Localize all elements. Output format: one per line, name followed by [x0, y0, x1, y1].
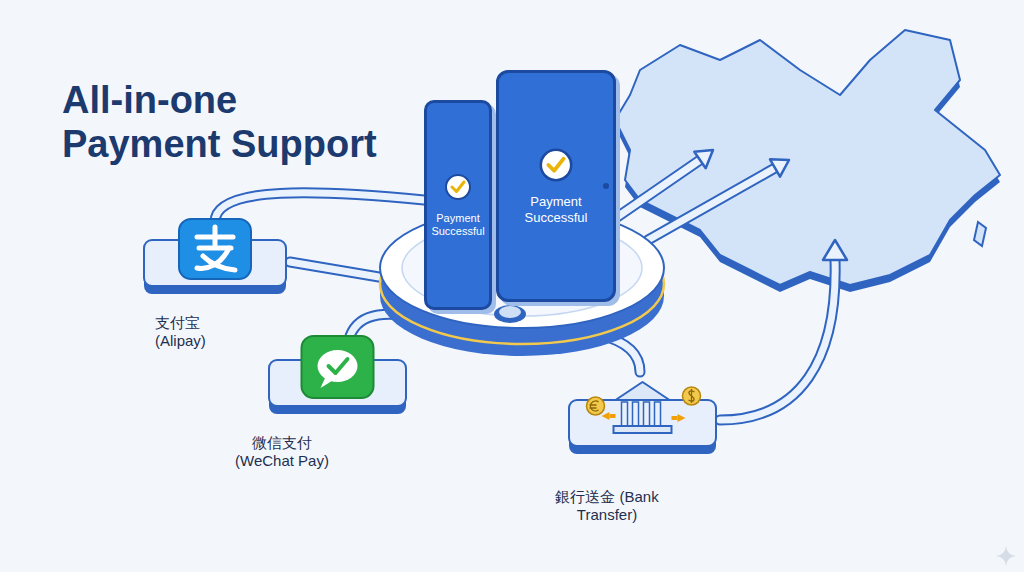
status-text: Payment Successful: [429, 212, 487, 238]
bank-icon: [565, 370, 720, 460]
method-label: 支付宝 (Alipay): [155, 314, 200, 350]
region-map: [615, 30, 1000, 292]
payment-method-tile: 銀行送金 (Bank Transfer): [565, 370, 720, 524]
status-text: Payment Successful: [501, 194, 611, 225]
check-icon: [537, 146, 575, 184]
wechat-icon: [265, 330, 410, 420]
method-label: 微信支付 (WeChat Pay): [235, 434, 329, 470]
payment-method-tile: 微信支付 (WeChat Pay): [265, 330, 410, 470]
phone-screen: Payment Successful: [424, 100, 492, 310]
alipay-icon: [140, 215, 290, 300]
diagram-title: All-in-one Payment Support: [62, 78, 377, 166]
method-label: 銀行送金 (Bank Transfer): [555, 488, 659, 524]
tablet-screen: Payment Successful: [496, 70, 616, 302]
check-icon: [443, 172, 473, 202]
payment-method-tile: 支付宝 (Alipay): [140, 215, 290, 350]
sparkle-mark: [996, 546, 1016, 566]
arrow-heads: [694, 150, 847, 260]
